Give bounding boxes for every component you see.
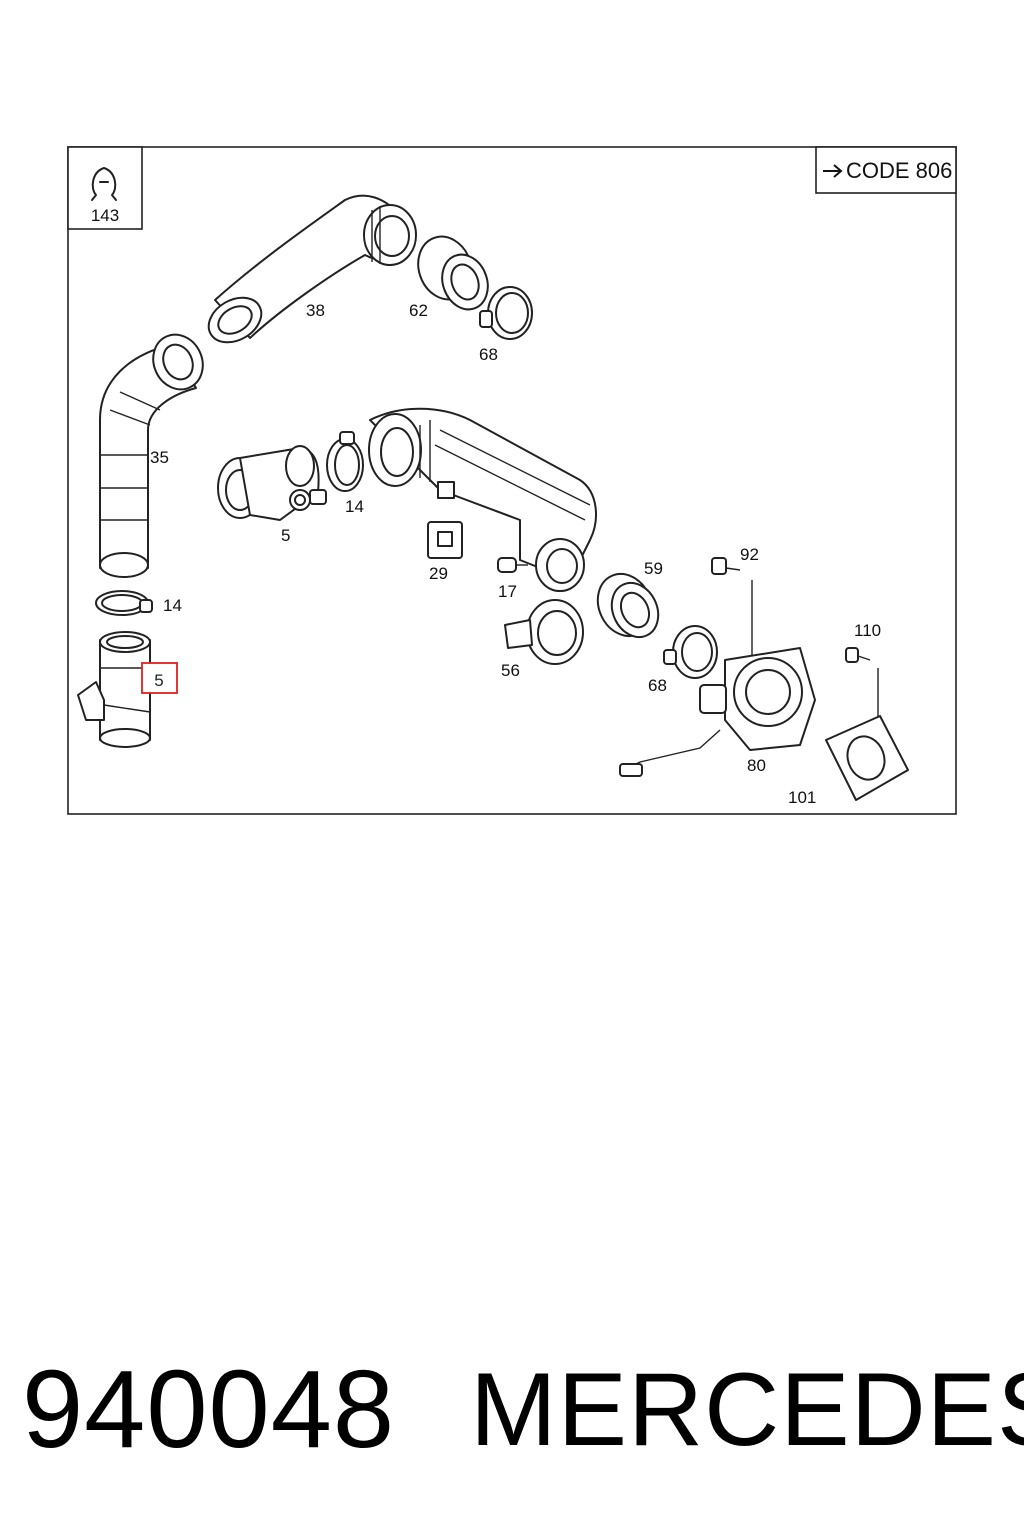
- callout-17: 17: [498, 582, 517, 601]
- air-mass-sensor-5-lower: [77, 631, 151, 748]
- clip-legend-box: 143: [67, 146, 143, 230]
- parts-diagram: 143 CODE 806: [67, 146, 957, 815]
- sleeve-62: [417, 235, 489, 311]
- clamp-14-lower: [95, 590, 153, 616]
- callout-14-lower: 14: [163, 596, 182, 615]
- intake-pipe: [368, 407, 597, 592]
- arrow-right-icon: [823, 164, 843, 178]
- callout-110: 110: [854, 621, 881, 640]
- elbow-56: [504, 599, 584, 665]
- screw-92: [711, 557, 753, 660]
- screw-110: [845, 647, 879, 718]
- callout-5-upper: 5: [281, 526, 290, 545]
- callout-68-lower: 68: [648, 676, 667, 695]
- code-box: CODE 806: [815, 146, 957, 194]
- hose-clip-icon: [91, 167, 117, 201]
- callout-56: 56: [501, 661, 520, 680]
- nipple-17: [497, 557, 528, 573]
- callout-5-lower: 5: [154, 671, 163, 690]
- callout-80: 80: [747, 756, 766, 775]
- part-number: 940048: [22, 1348, 396, 1471]
- code-label: CODE 806: [846, 158, 952, 183]
- flange-101: [825, 715, 909, 801]
- highlighted-callout-5[interactable]: 5: [141, 662, 178, 694]
- diagram-frame: [67, 146, 957, 815]
- sleeve-59: [596, 572, 660, 639]
- callout-92: 92: [740, 545, 759, 564]
- clamp-68-upper: [479, 286, 533, 340]
- callout-38: 38: [306, 301, 325, 320]
- callout-68-upper: 68: [479, 345, 498, 364]
- footer: 940048 MERCEDES: [0, 1340, 1024, 1500]
- callout-59: 59: [644, 559, 663, 578]
- callout-62: 62: [409, 301, 428, 320]
- callout-101: 101: [788, 788, 816, 807]
- clip-legend-label: 143: [91, 206, 119, 225]
- air-hose-38: [207, 194, 417, 344]
- callout-29: 29: [429, 564, 448, 583]
- connector-29: [427, 521, 463, 559]
- clamp-14-upper: [326, 431, 364, 492]
- callout-35: 35: [150, 448, 169, 467]
- air-hose-35: [99, 333, 204, 578]
- throttle-body-80: [619, 647, 816, 777]
- callout-14-upper: 14: [345, 497, 364, 516]
- clamp-68-lower: [663, 625, 718, 679]
- air-mass-sensor-5-upper: [217, 445, 327, 521]
- brand-name: MERCEDES: [470, 1352, 1024, 1468]
